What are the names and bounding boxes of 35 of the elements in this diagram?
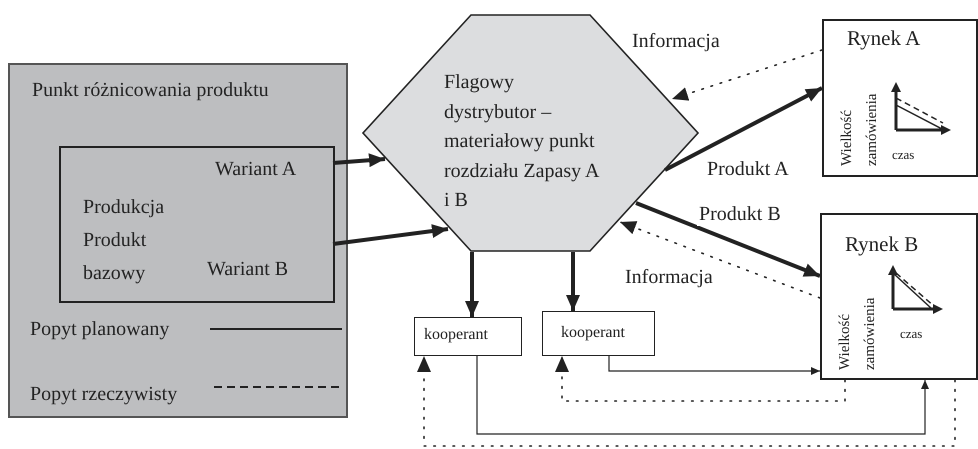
production-label: Produkcja Produkt bazowy: [83, 195, 166, 286]
variant-label: Wariant A: [215, 158, 296, 181]
arrow: [566, 252, 580, 311]
market-box: [822, 19, 978, 177]
axis-label: Wielkość zamówienia: [838, 92, 881, 166]
edge-label: Informacja: [630, 30, 722, 53]
variant-label: Wariant B: [207, 258, 288, 281]
edge-label: Informacja: [623, 266, 715, 289]
dotted-arrow: [417, 355, 956, 447]
arrow: [664, 86, 823, 172]
arrow: [332, 224, 448, 246]
axis-label: czas: [900, 327, 922, 342]
arrow: [476, 356, 929, 435]
dotted-arrow: [555, 355, 846, 402]
cooperator-box: [414, 317, 522, 356]
axis-label: Wielkość zamówienia: [836, 296, 879, 370]
panel-heading: Punkt różnicowania produktu: [32, 79, 269, 102]
market-heading: Rynek B: [845, 232, 918, 256]
cooperator-box: [542, 311, 655, 356]
legend-label: Popyt rzeczywisty: [30, 383, 178, 406]
cooperator-label: kooperant: [561, 324, 625, 342]
dotted-arrow: [671, 49, 823, 101]
production-box: [59, 146, 335, 303]
market-box: [820, 213, 978, 380]
distributor-label: Flagowy dystrybutor – materiałowy punkt rozdziału Zapasy A i B: [444, 70, 600, 213]
dotted-arrow: [619, 221, 821, 299]
arrow: [465, 252, 479, 317]
arrow: [608, 356, 820, 375]
stage-panel: [8, 63, 348, 418]
cooperator-label: kooperant: [424, 326, 488, 344]
axis-label: czas: [892, 148, 914, 163]
edge-label: Produkt B: [697, 203, 783, 226]
arrow: [332, 153, 386, 168]
legend-label: Popyt planowany: [30, 318, 170, 341]
market-heading: Rynek A: [847, 26, 920, 50]
